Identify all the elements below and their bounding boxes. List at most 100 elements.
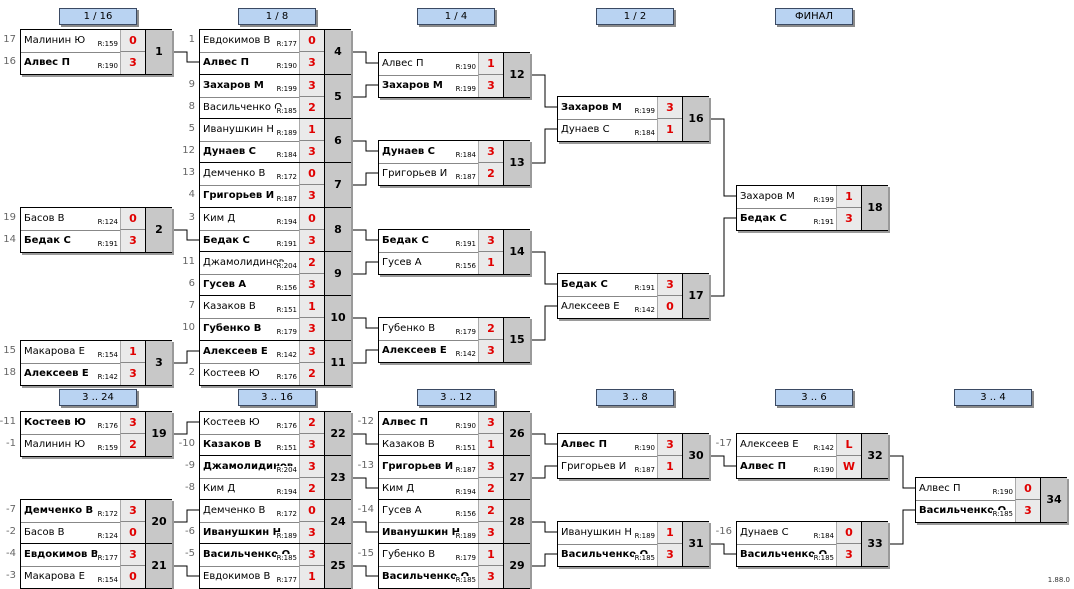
round-header[interactable]: 3 .. 6: [775, 389, 853, 406]
match-number[interactable]: 9: [324, 252, 351, 296]
round-header[interactable]: 3 .. 24: [59, 389, 137, 406]
match-number[interactable]: 31: [682, 522, 709, 566]
match-number[interactable]: 11: [324, 341, 351, 385]
round-header[interactable]: ФИНАЛ: [775, 8, 853, 25]
round-header[interactable]: 3 .. 8: [596, 389, 674, 406]
round-header[interactable]: 3 .. 12: [417, 389, 495, 406]
round-header[interactable]: 3 .. 4: [954, 389, 1032, 406]
round-header[interactable]: 3 .. 16: [238, 389, 316, 406]
match-number[interactable]: 18: [861, 186, 888, 230]
match-number[interactable]: 21: [145, 544, 172, 588]
match-number[interactable]: 2: [145, 208, 172, 252]
round-header[interactable]: 1 / 4: [417, 8, 495, 25]
match-number[interactable]: 32: [861, 434, 888, 478]
match-number[interactable]: 30: [682, 434, 709, 478]
round-header[interactable]: 1 / 8: [238, 8, 316, 25]
match-number[interactable]: 33: [861, 522, 888, 566]
match-number[interactable]: 26: [503, 412, 530, 456]
match-number[interactable]: 1: [145, 30, 172, 74]
match-number[interactable]: 29: [503, 544, 530, 588]
match-number[interactable]: 17: [682, 274, 709, 318]
match-number[interactable]: 6: [324, 119, 351, 163]
match-number[interactable]: 25: [324, 544, 351, 588]
match-number[interactable]: 4: [324, 30, 351, 74]
round-header[interactable]: 1 / 2: [596, 8, 674, 25]
match-number[interactable]: 3: [145, 341, 172, 385]
match-number[interactable]: 16: [682, 97, 709, 141]
match-number[interactable]: 10: [324, 296, 351, 340]
match-number[interactable]: 7: [324, 163, 351, 207]
match-number[interactable]: 27: [503, 456, 530, 500]
match-number[interactable]: 22: [324, 412, 351, 456]
match-number[interactable]: 28: [503, 500, 530, 544]
match-number[interactable]: 8: [324, 208, 351, 252]
